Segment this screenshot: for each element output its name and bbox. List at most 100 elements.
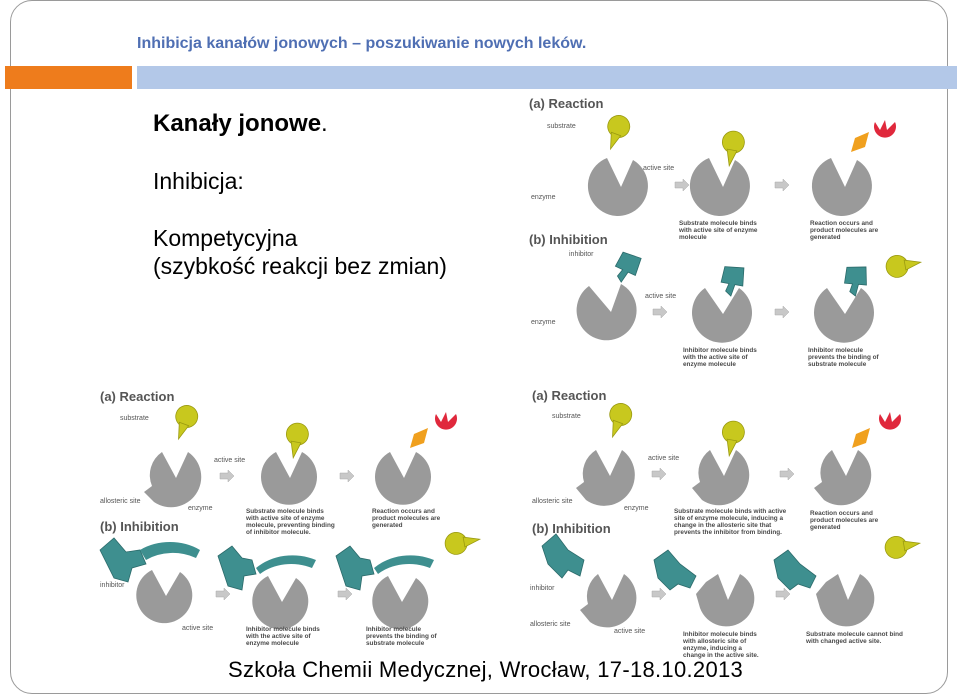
reaction-label: (a) Reaction (100, 389, 174, 404)
allosteric-site-label: allosteric site (530, 621, 571, 628)
active-site-bar (140, 542, 200, 560)
caption: molecule (679, 234, 707, 241)
enzyme-shape (375, 452, 432, 505)
allosteric-inhibition-diagram: (a) Reaction substrate active site allos… (99, 389, 483, 647)
inhibitor-label: inhibitor (569, 251, 594, 258)
inhibition-label: (b) Inhibition (529, 232, 608, 247)
caption: enzyme, inducing a (683, 645, 742, 652)
enzyme-shape (689, 158, 750, 216)
caption: generated (810, 524, 841, 531)
enzyme-shape (144, 452, 202, 508)
inhibition-label: (b) Inhibition (532, 521, 611, 536)
competitive-label: Kompetycyjna (153, 225, 298, 251)
inhibitor-label: inhibitor (100, 582, 125, 589)
caption: Substrate molecule binds (246, 508, 324, 515)
product-orange-shape (410, 428, 428, 448)
enzyme-shape (576, 450, 635, 506)
caption: Inhibitor molecule binds (683, 347, 757, 354)
caption: product molecules are (810, 517, 879, 524)
substrate-shape (717, 128, 747, 169)
caption: enzyme molecule (683, 361, 736, 368)
active-site-label: active site (648, 455, 679, 462)
active-site-label: active site (643, 165, 674, 172)
reaction-label: (a) Reaction (532, 388, 606, 403)
enzyme-shape (136, 570, 193, 624)
active-site-bar (256, 555, 316, 574)
product-red-shape (874, 120, 896, 138)
arrow-icon (774, 178, 790, 192)
substrate-label: substrate (120, 415, 149, 422)
accent-bar-blue (137, 66, 957, 89)
inhibitor-label: inhibitor (530, 585, 555, 592)
product-orange-shape (852, 428, 870, 448)
caption: with changed active site. (805, 638, 882, 645)
inhibition-label: (b) Inhibition (100, 519, 179, 534)
product-red-shape (435, 412, 457, 430)
active-site-label: active site (214, 457, 245, 464)
caption: product molecules are (372, 515, 441, 522)
noncompetitive-inhibition-diagram: (a) Reaction substrate active site allos… (530, 388, 923, 659)
inhibitor-shape (99, 537, 147, 583)
arrow-icon (651, 587, 667, 601)
product-orange-shape (851, 132, 869, 152)
caption: prevents the binding of (808, 354, 880, 361)
caption: Inhibitor molecule (366, 626, 421, 633)
arrow-icon (339, 469, 355, 483)
caption: with the active site of (245, 633, 312, 640)
enzyme-label: enzyme (531, 319, 556, 326)
enzyme-shape (587, 158, 648, 216)
heading-dot: . (321, 110, 328, 137)
caption: Substrate molecule binds with active (674, 508, 787, 515)
substrate-shape (882, 531, 923, 561)
substrate-label: substrate (547, 123, 576, 130)
caption: of inhibitor molecule. (246, 529, 311, 536)
caption: Reaction occurs and (810, 510, 873, 517)
inhibition-label: Inhibicja: (153, 168, 244, 194)
caption: change in the active site. (683, 652, 759, 659)
caption: with active site of enzyme (678, 227, 758, 234)
caption: site of enzyme molecule, inducing a (674, 515, 783, 522)
caption: with active site of enzyme (245, 515, 325, 522)
enzyme-shape (261, 452, 317, 505)
substrate-shape (281, 420, 311, 461)
caption: with the active site of (682, 354, 749, 361)
substrate-shape (442, 527, 483, 557)
enzyme-shape (696, 574, 755, 627)
caption: prevents the inhibitor from binding. (674, 529, 782, 536)
enzyme-shape (252, 576, 309, 630)
enzyme-shape (580, 574, 637, 628)
caption: Reaction occurs and (810, 220, 873, 227)
inhibitor-shape (609, 249, 644, 287)
enzyme-shape (692, 288, 752, 343)
accent-bar-orange (5, 66, 132, 89)
caption: Inhibitor molecule binds (246, 626, 320, 633)
arrow-icon (652, 305, 668, 319)
enzyme-label: enzyme (624, 505, 649, 512)
caption: Substrate molecule binds (679, 220, 757, 227)
enzyme-shape (814, 288, 874, 343)
caption: prevents the binding of (366, 633, 438, 640)
caption: substrate molecule (366, 640, 425, 647)
substrate-shape (601, 399, 636, 442)
enzyme-label: enzyme (188, 505, 213, 512)
caption: Inhibitor molecule binds (683, 631, 757, 638)
caption: substrate molecule (808, 361, 867, 368)
substrate-shape (883, 250, 924, 280)
caption: molecule, preventing binding (246, 522, 335, 529)
arrow-icon (779, 467, 795, 481)
footer-text: Szkoła Chemii Medycznej, Wrocław, 17-18.… (228, 657, 744, 682)
caption: change in the allosteric site that (674, 522, 772, 529)
caption: enzyme molecule (246, 640, 299, 647)
active-site-label: active site (182, 625, 213, 632)
inhibitor-shape (773, 549, 817, 591)
section-heading: Kanały jonowe. (153, 110, 328, 138)
heading-bold: Kanały jonowe (153, 110, 322, 137)
arrow-icon (774, 305, 790, 319)
caption: Reaction occurs and (372, 508, 435, 515)
caption: with allosteric site of (682, 638, 747, 645)
arrow-icon (651, 467, 667, 481)
caption: generated (810, 234, 841, 241)
active-site-bar (374, 555, 434, 574)
caption: product molecules are (810, 227, 879, 234)
slide-frame (10, 0, 948, 694)
